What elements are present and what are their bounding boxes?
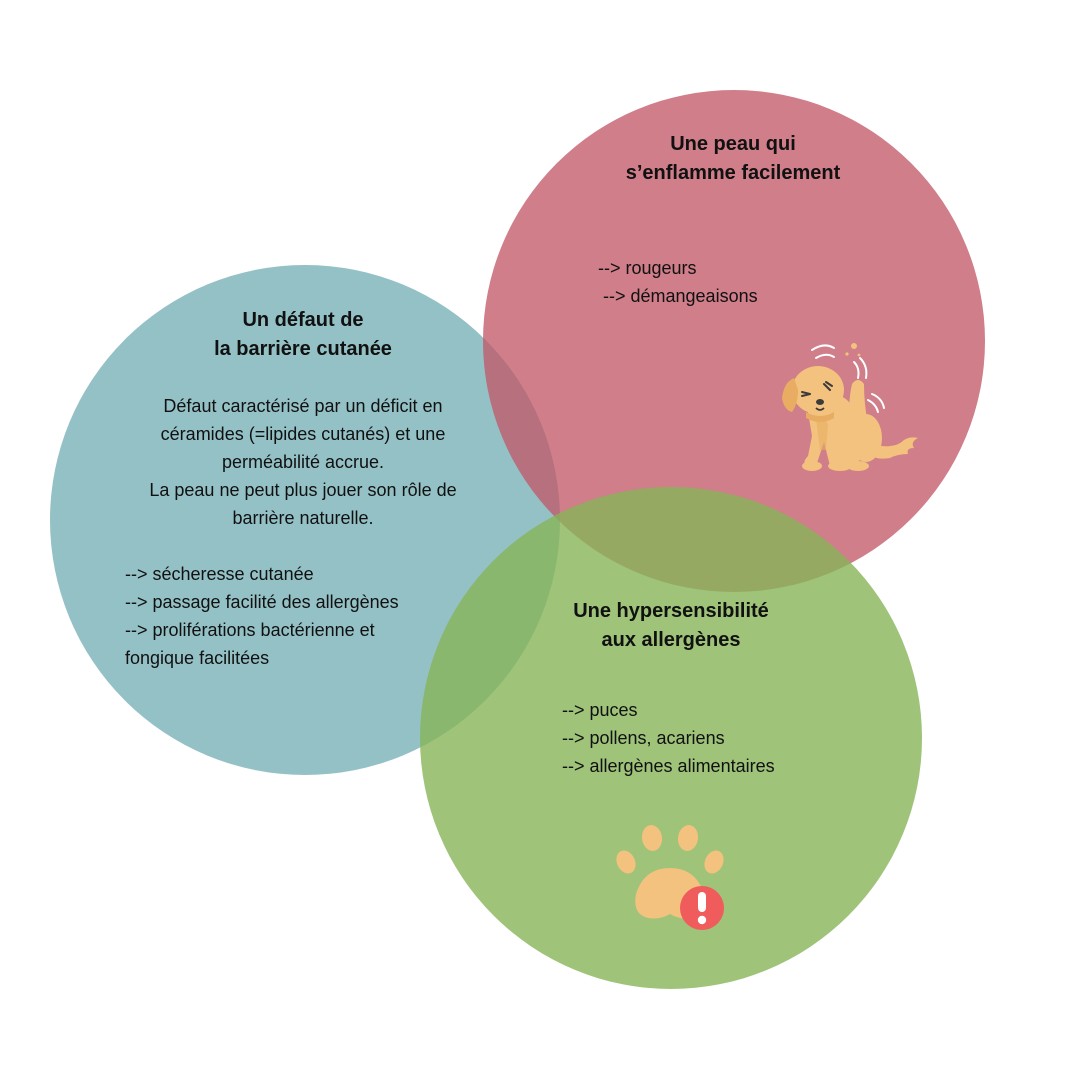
hypersensitivity-title: Une hypersensibilité aux allergènes (548, 597, 794, 655)
list-item: --> passage facilité des allergènes (125, 592, 399, 612)
hypersensitivity-title-line: aux allergènes (601, 629, 741, 651)
list-item: fongique facilitées (125, 648, 270, 668)
list-item: --> sécheresse cutanée (125, 564, 314, 584)
barrier-description-line: Défaut caractérisé par un déficit en (163, 396, 443, 416)
scratching-dog-icon (782, 343, 918, 471)
barrier-description-line: perméabilité accrue. (221, 452, 385, 472)
barrier-description-line: La peau ne peut plus jouer son rôle de (149, 480, 457, 500)
barrier-title-line: la barrière cutanée (214, 338, 392, 360)
inflammation-title-line: Une peau qui (670, 133, 796, 155)
list-item: --> démangeaisons (598, 286, 758, 306)
list-item: --> pollens, acariens (562, 728, 725, 748)
barrier-title: Un défaut de la barrière cutanée (150, 306, 456, 364)
list-item: --> rougeurs (598, 258, 697, 278)
hypersensitivity-consequences-list: --> puces --> pollens, acariens --> alle… (562, 696, 862, 780)
inflammation-title-line: s’enflamme facilement (625, 162, 841, 184)
barrier-description-line: céramides (=lipides cutanés) et une (160, 424, 446, 444)
list-item: --> proliférations bactérienne et (125, 620, 375, 640)
barrier-title-line: Un défaut de (242, 309, 364, 331)
paw-alert-icon (616, 825, 724, 930)
inflammation-title: Une peau qui s’enflamme facilement (560, 130, 906, 188)
barrier-description-line: barrière naturelle. (232, 508, 374, 528)
hypersensitivity-title-line: Une hypersensibilité (573, 600, 769, 622)
barrier-consequences-list: --> sécheresse cutanée --> passage facil… (125, 560, 485, 672)
barrier-description: Défaut caractérisé par un déficit en cér… (100, 392, 506, 532)
inflammation-consequences-list: --> rougeurs --> démangeaisons (598, 254, 858, 310)
list-item: --> puces (562, 700, 638, 720)
list-item: --> allergènes alimentaires (562, 756, 775, 776)
